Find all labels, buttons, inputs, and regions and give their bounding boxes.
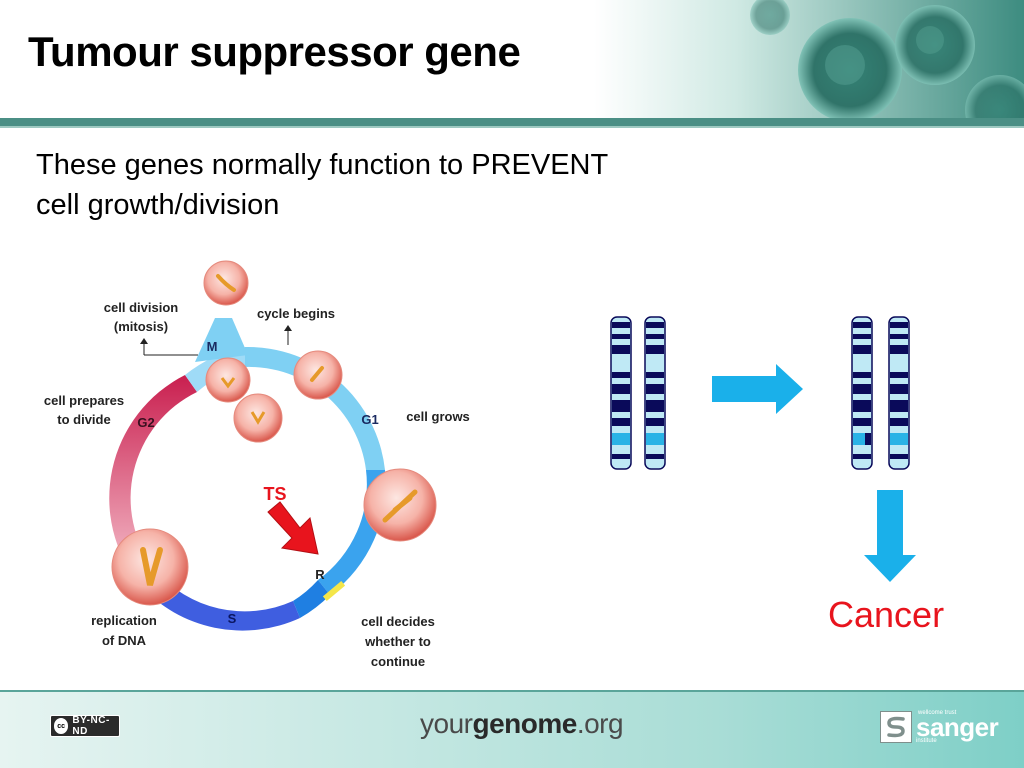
chromosome-pair-normal [610, 316, 666, 470]
label-cycle-begins: cycle begins [257, 306, 335, 321]
cell-image-banner [0, 0, 1024, 118]
transition-arrow-down [864, 490, 916, 582]
label-decides-1: cell decides [361, 614, 435, 629]
ring-segment-g2 [109, 375, 197, 585]
sanger-name: sanger [916, 711, 999, 742]
yourgenome-logo: yourgenome.org [420, 708, 624, 740]
transition-arrow-right [712, 364, 803, 414]
label-phase-m: M [207, 339, 218, 354]
slide-header: Tumour suppressor gene [0, 0, 1024, 118]
brand-bold: genome [472, 708, 577, 739]
license-text: BY-NC-ND [72, 715, 110, 737]
cancer-label: Cancer [828, 594, 945, 635]
intro-line-1: These genes normally function to PREVENT [36, 149, 609, 181]
brand-prefix: your [420, 708, 473, 739]
label-phase-s: S [228, 611, 237, 626]
label-phase-g1: G1 [361, 412, 378, 427]
ring-segment-r [293, 580, 330, 618]
sanger-institute-logo: sanger [880, 710, 999, 744]
cell-m-2 [233, 393, 283, 443]
label-phase-g2: G2 [137, 415, 154, 430]
label-prepares-1: cell prepares [44, 393, 124, 408]
footer-divider [0, 690, 1024, 693]
cell-m-1 [205, 357, 251, 403]
ring-segment-s [140, 570, 300, 631]
ts-red-arrow [267, 501, 319, 555]
chromosome-normal-2 [644, 316, 666, 470]
chromosome-normal-1 [610, 316, 632, 470]
label-replication-1: replication [91, 613, 157, 628]
cells [111, 260, 437, 606]
label-cell-grows: cell grows [406, 409, 470, 424]
header-divider-light [0, 126, 1024, 128]
chromosome-mutated-2 [888, 316, 910, 470]
header-divider [0, 118, 1024, 126]
sanger-s-icon [880, 711, 912, 743]
restriction-point-marker [322, 580, 346, 602]
label-decides-3: continue [371, 654, 425, 669]
sanger-small-text-bottom: institute [916, 738, 937, 744]
chromosome-mutated-1 [851, 316, 873, 470]
cc-icon: cc [54, 718, 69, 734]
label-ts: TS [263, 484, 286, 504]
label-replication-2: of DNA [102, 633, 147, 648]
mitosis-spike [195, 318, 248, 362]
label-cell-division: cell division [104, 300, 178, 315]
cell-cycle-diagram: cell division (mitosis) cycle begins M G… [44, 260, 916, 669]
label-pointers [140, 325, 292, 356]
slide-footer [0, 692, 1024, 768]
sanger-small-text-top: wellcome trust [918, 710, 957, 716]
label-phase-r: R [315, 567, 325, 582]
label-decides-2: whether to [364, 634, 431, 649]
chromosome-pair-mutated [851, 316, 910, 470]
label-mitosis: (mitosis) [114, 319, 168, 334]
cycle-labels: cell division (mitosis) cycle begins M G… [44, 300, 470, 669]
cell-g2-large [111, 528, 189, 606]
intro-line-2: cell growth/division [36, 189, 280, 221]
label-prepares-2: to divide [57, 412, 110, 427]
slide-title: Tumour suppressor gene [28, 28, 521, 75]
creative-commons-badge: cc BY-NC-ND [50, 715, 120, 737]
brand-suffix: .org [576, 708, 624, 739]
intro-text: These genes normally function to PREVENT… [36, 145, 756, 225]
